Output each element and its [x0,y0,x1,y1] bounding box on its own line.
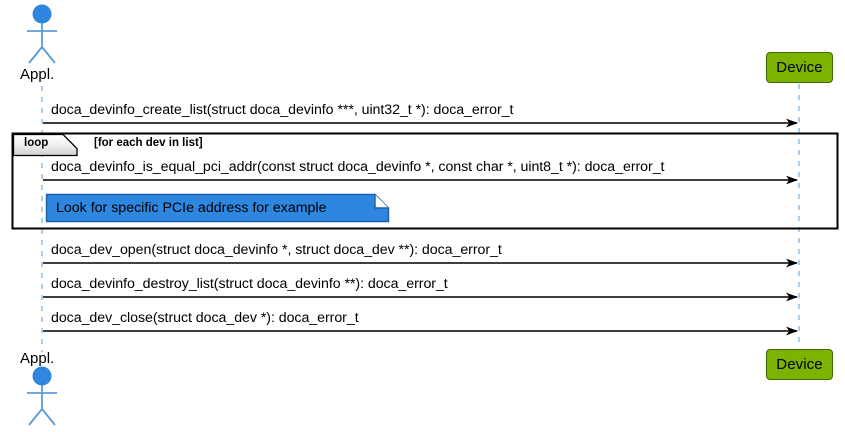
fragment-operator-label: loop [24,137,49,149]
fragment-guard-label: [for each dev in list] [94,137,203,149]
loop-fragment-frame [11,132,839,230]
message-label-4: doca_dev_close(struct doca_dev *): doca_… [51,310,359,326]
message-label-0: doca_devinfo_create_list(struct doca_dev… [51,102,514,118]
actor-label-appl-top[interactable]: Appl. [20,66,55,83]
participant-box-device-top[interactable]: Device [766,52,833,83]
message-label-1: doca_devinfo_is_equal_pci_addr(const str… [51,159,665,175]
note-shape [45,193,390,223]
note-text-pcie-address: Look for specific PCIe address for examp… [56,200,327,216]
actor-figure-top [27,4,57,64]
actor-figure-bottom [27,366,57,426]
participant-box-device-bottom[interactable]: Device [766,349,833,380]
actor-label-appl-bottom[interactable]: Appl. [20,350,55,367]
message-label-2: doca_dev_open(struct doca_devinfo *, str… [51,242,502,258]
message-label-3: doca_devinfo_destroy_list(struct doca_de… [51,276,448,292]
